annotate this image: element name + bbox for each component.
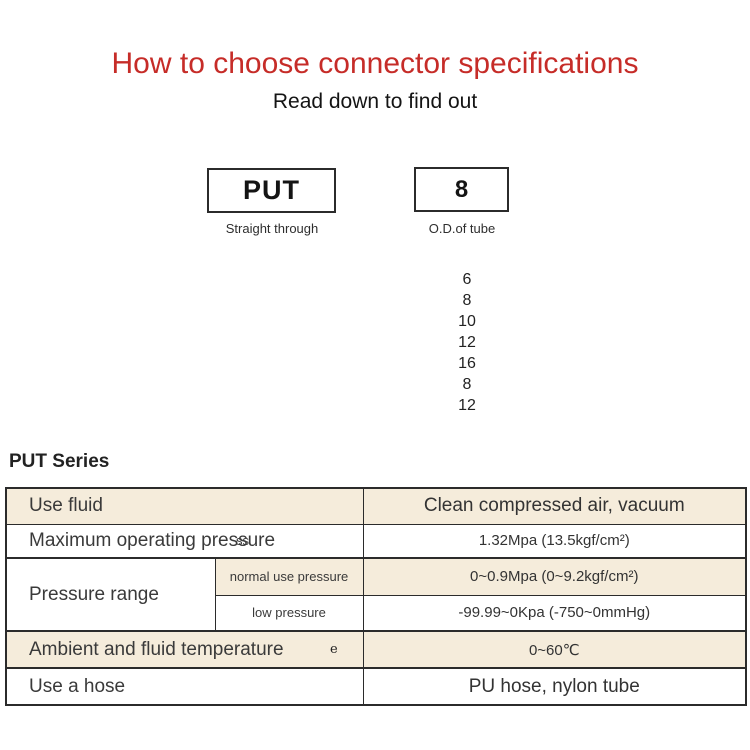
table-row-normal-pressure: Pressure range normal use pressure 0~0.9…	[5, 557, 747, 632]
spec-label-max-pressure: Maximum operating pressure	[5, 523, 364, 559]
spec-label-use-fluid: Use fluid	[5, 487, 364, 525]
size-option: 8	[462, 376, 472, 393]
spec-value-temperature: 0~60℃	[362, 630, 747, 669]
spec-sublabel-low-pressure: low pressure	[214, 594, 364, 632]
table-row-use-fluid: Use fluid Clean compressed air, vacuum	[5, 487, 747, 525]
size-option: 6	[462, 271, 472, 288]
page-title: How to choose connector specifications	[111, 47, 639, 80]
model-code-box: PUT	[207, 168, 336, 213]
table-row-low-pressure: low pressure -99.99~0Kpa (-750~0mmHg)	[6, 594, 747, 632]
size-option: 10	[458, 313, 476, 330]
tube-size-options-list: 6 8 10 12 16 8 12	[417, 269, 517, 416]
spec-label-temperature: Ambient and fluid temperature	[5, 630, 364, 669]
spec-table: Use fluid Clean compressed air, vacuum M…	[5, 487, 748, 706]
model-code-caption: Straight through	[225, 221, 319, 236]
size-option: 8	[462, 292, 472, 309]
spec-sublabel-normal-pressure: normal use pressure	[214, 557, 364, 596]
artifact-overlap-text: ss	[236, 533, 249, 548]
size-option: 12	[458, 397, 476, 414]
size-option: 16	[458, 355, 476, 372]
spec-value-low-pressure: -99.99~0Kpa (-750~0mmHg)	[362, 594, 747, 632]
size-option: 12	[458, 334, 476, 351]
spec-value-use-fluid: Clean compressed air, vacuum	[362, 487, 747, 525]
table-row-hose: Use a hose PU hose, nylon tube	[5, 667, 747, 706]
tube-size-value: 8	[454, 175, 469, 203]
spec-value-max-pressure: 1.32Mpa (13.5kgf/cm²)	[362, 523, 747, 559]
spec-value-normal-pressure: 0~0.9Mpa (0~9.2kgf/cm²)	[362, 557, 747, 596]
model-code: PUT	[243, 175, 300, 205]
tube-size-box: 8	[414, 167, 509, 212]
page-subtitle: Read down to find out	[272, 90, 478, 113]
spec-label-hose: Use a hose	[5, 667, 364, 706]
tube-size-caption: O.D.of tube	[428, 221, 496, 236]
spec-label-pressure-range: Pressure range	[5, 557, 216, 632]
series-heading: PUT Series	[9, 451, 110, 472]
spec-value-hose: PU hose, nylon tube	[362, 667, 747, 706]
artifact-stray-letter: e	[330, 642, 338, 657]
table-row-max-pressure: Maximum operating pressure 1.32Mpa (13.5…	[5, 523, 747, 559]
table-row-temperature: Ambient and fluid temperature 0~60℃	[5, 630, 747, 669]
